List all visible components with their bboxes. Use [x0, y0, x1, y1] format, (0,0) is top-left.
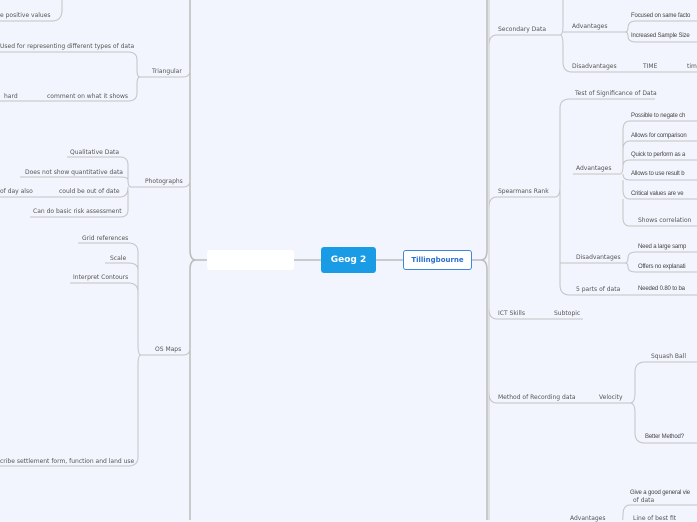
topic-risk-assessment[interactable]: Can do basic risk assessment	[33, 208, 122, 215]
topic-line-of-best-fit[interactable]: Line of best fit	[633, 515, 677, 522]
topic-test-of-significance[interactable]: Test of Significance of Data	[575, 90, 657, 97]
topic-spearmans-rank[interactable]: Spearmans Rank	[498, 188, 549, 195]
topic-velocity[interactable]: Velocity	[599, 394, 623, 401]
main-topic-label: Tillingbourne	[411, 256, 464, 264]
topic-subtopic[interactable]: Subtopic	[554, 310, 581, 317]
topic-allows-comparison[interactable]: Allows for comparison	[631, 133, 687, 139]
topic-needed-080[interactable]: Needed 0.80 to ba	[638, 286, 685, 292]
topic-general-view-cont: of data	[633, 497, 655, 504]
topic-os-maps[interactable]: OS Maps	[155, 346, 182, 353]
topic-advantages[interactable]: Advantages	[572, 23, 608, 30]
central-topic-label: Geog 2	[330, 255, 367, 265]
topic-positive-values[interactable]: e positive values	[0, 12, 51, 19]
left-main-topic[interactable]	[207, 250, 294, 270]
topic-no-explanation[interactable]: Offers no explanati	[638, 264, 686, 270]
topic-settlement-form[interactable]: cribe settlement form, function and land…	[0, 458, 135, 465]
main-topic-tillingbourne[interactable]: Tillingbourne	[403, 250, 472, 270]
topic-ict-skills[interactable]: ICT Skills	[498, 310, 525, 317]
topic-quick-to-perform[interactable]: Quick to perform as a	[631, 152, 686, 158]
topic-out-of-date[interactable]: could be out of date	[59, 188, 120, 195]
topic-method-of-recording[interactable]: Method of Recording data	[498, 394, 576, 401]
topic-of-day-also[interactable]: of day also	[0, 188, 33, 195]
topic-no-quantitative-data[interactable]: Does not show quantitative data	[25, 169, 123, 176]
topic-secondary-data[interactable]: Secondary Data	[498, 26, 547, 33]
topic-shows-correlation[interactable]: Shows correlation	[638, 217, 692, 224]
topic-used-for-representing[interactable]: Used for representing different types of…	[0, 43, 135, 50]
topic-squash-ball[interactable]: Squash Ball	[651, 353, 687, 360]
topic-advantages[interactable]: Advantages	[576, 165, 612, 172]
topic-disadvantages[interactable]: Disadvantages	[572, 63, 617, 70]
topic-interpret-contours[interactable]: Interpret Contours	[73, 274, 129, 281]
topic-5-parts-of-data[interactable]: 5 parts of data	[576, 286, 621, 293]
topic-critical-values[interactable]: Critical values are ve	[631, 191, 684, 197]
topic-scale[interactable]: Scale	[110, 255, 127, 262]
topic-advantages[interactable]: Advantages	[570, 515, 606, 522]
topic-qualitative-data[interactable]: Qualitative Data	[70, 149, 120, 156]
central-topic[interactable]: Geog 2	[321, 247, 376, 273]
topic-large-sample[interactable]: Need a large samp	[638, 244, 687, 250]
topic-hard[interactable]: hard	[4, 93, 18, 100]
topic-focused-on-same-factors[interactable]: Focused on same facto	[631, 13, 691, 19]
topic-increased-sample-size[interactable]: Increased Sample Size	[631, 33, 690, 39]
topic-use-result[interactable]: Allows to use result b	[631, 171, 685, 177]
topic-time[interactable]: TIME	[643, 63, 658, 70]
topic-triangular[interactable]: Triangular	[152, 68, 182, 75]
topic-comment-on-what-it-shows[interactable]: comment on what it shows	[47, 93, 128, 100]
topic-general-view[interactable]: Give a good general vie	[630, 490, 690, 496]
topic-disadvantages[interactable]: Disadvantages	[576, 254, 621, 261]
topic-better-method[interactable]: Better Method?	[645, 434, 684, 440]
topic-photographs[interactable]: Photographs	[145, 178, 183, 185]
topic-negate-chance[interactable]: Possible to negate ch	[631, 113, 686, 119]
topic-tim[interactable]: tim	[687, 63, 697, 70]
topic-grid-references[interactable]: Grid references	[82, 235, 129, 242]
